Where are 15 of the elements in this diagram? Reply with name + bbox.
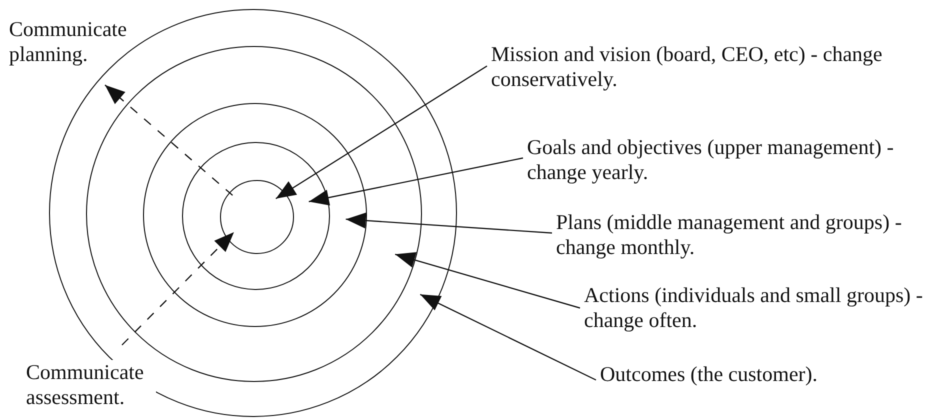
leader-arrow bbox=[308, 157, 524, 206]
ring-circle bbox=[220, 180, 294, 254]
annotation-text: Communicate planning. bbox=[9, 17, 139, 67]
annotation-text: Actions (individuals and small groups) - change often. bbox=[584, 283, 930, 333]
ring-circle bbox=[182, 142, 330, 290]
dashed-arrow bbox=[104, 84, 233, 196]
annotation-text: Plans (middle management and groups) - change monthly. bbox=[556, 210, 918, 260]
leader-arrow bbox=[420, 294, 596, 381]
leader-arrow bbox=[394, 252, 580, 309]
ring-circle bbox=[143, 103, 367, 327]
annotation-text: Goals and objectives (upper management) - change yearly. bbox=[527, 135, 912, 185]
leader-arrow bbox=[276, 66, 488, 200]
annotation-text: Outcomes (the customer). bbox=[600, 362, 900, 387]
annotation-text: Mission and vision (board, CEO, etc) - change conservatively. bbox=[491, 42, 911, 92]
leader-arrow bbox=[346, 212, 552, 234]
